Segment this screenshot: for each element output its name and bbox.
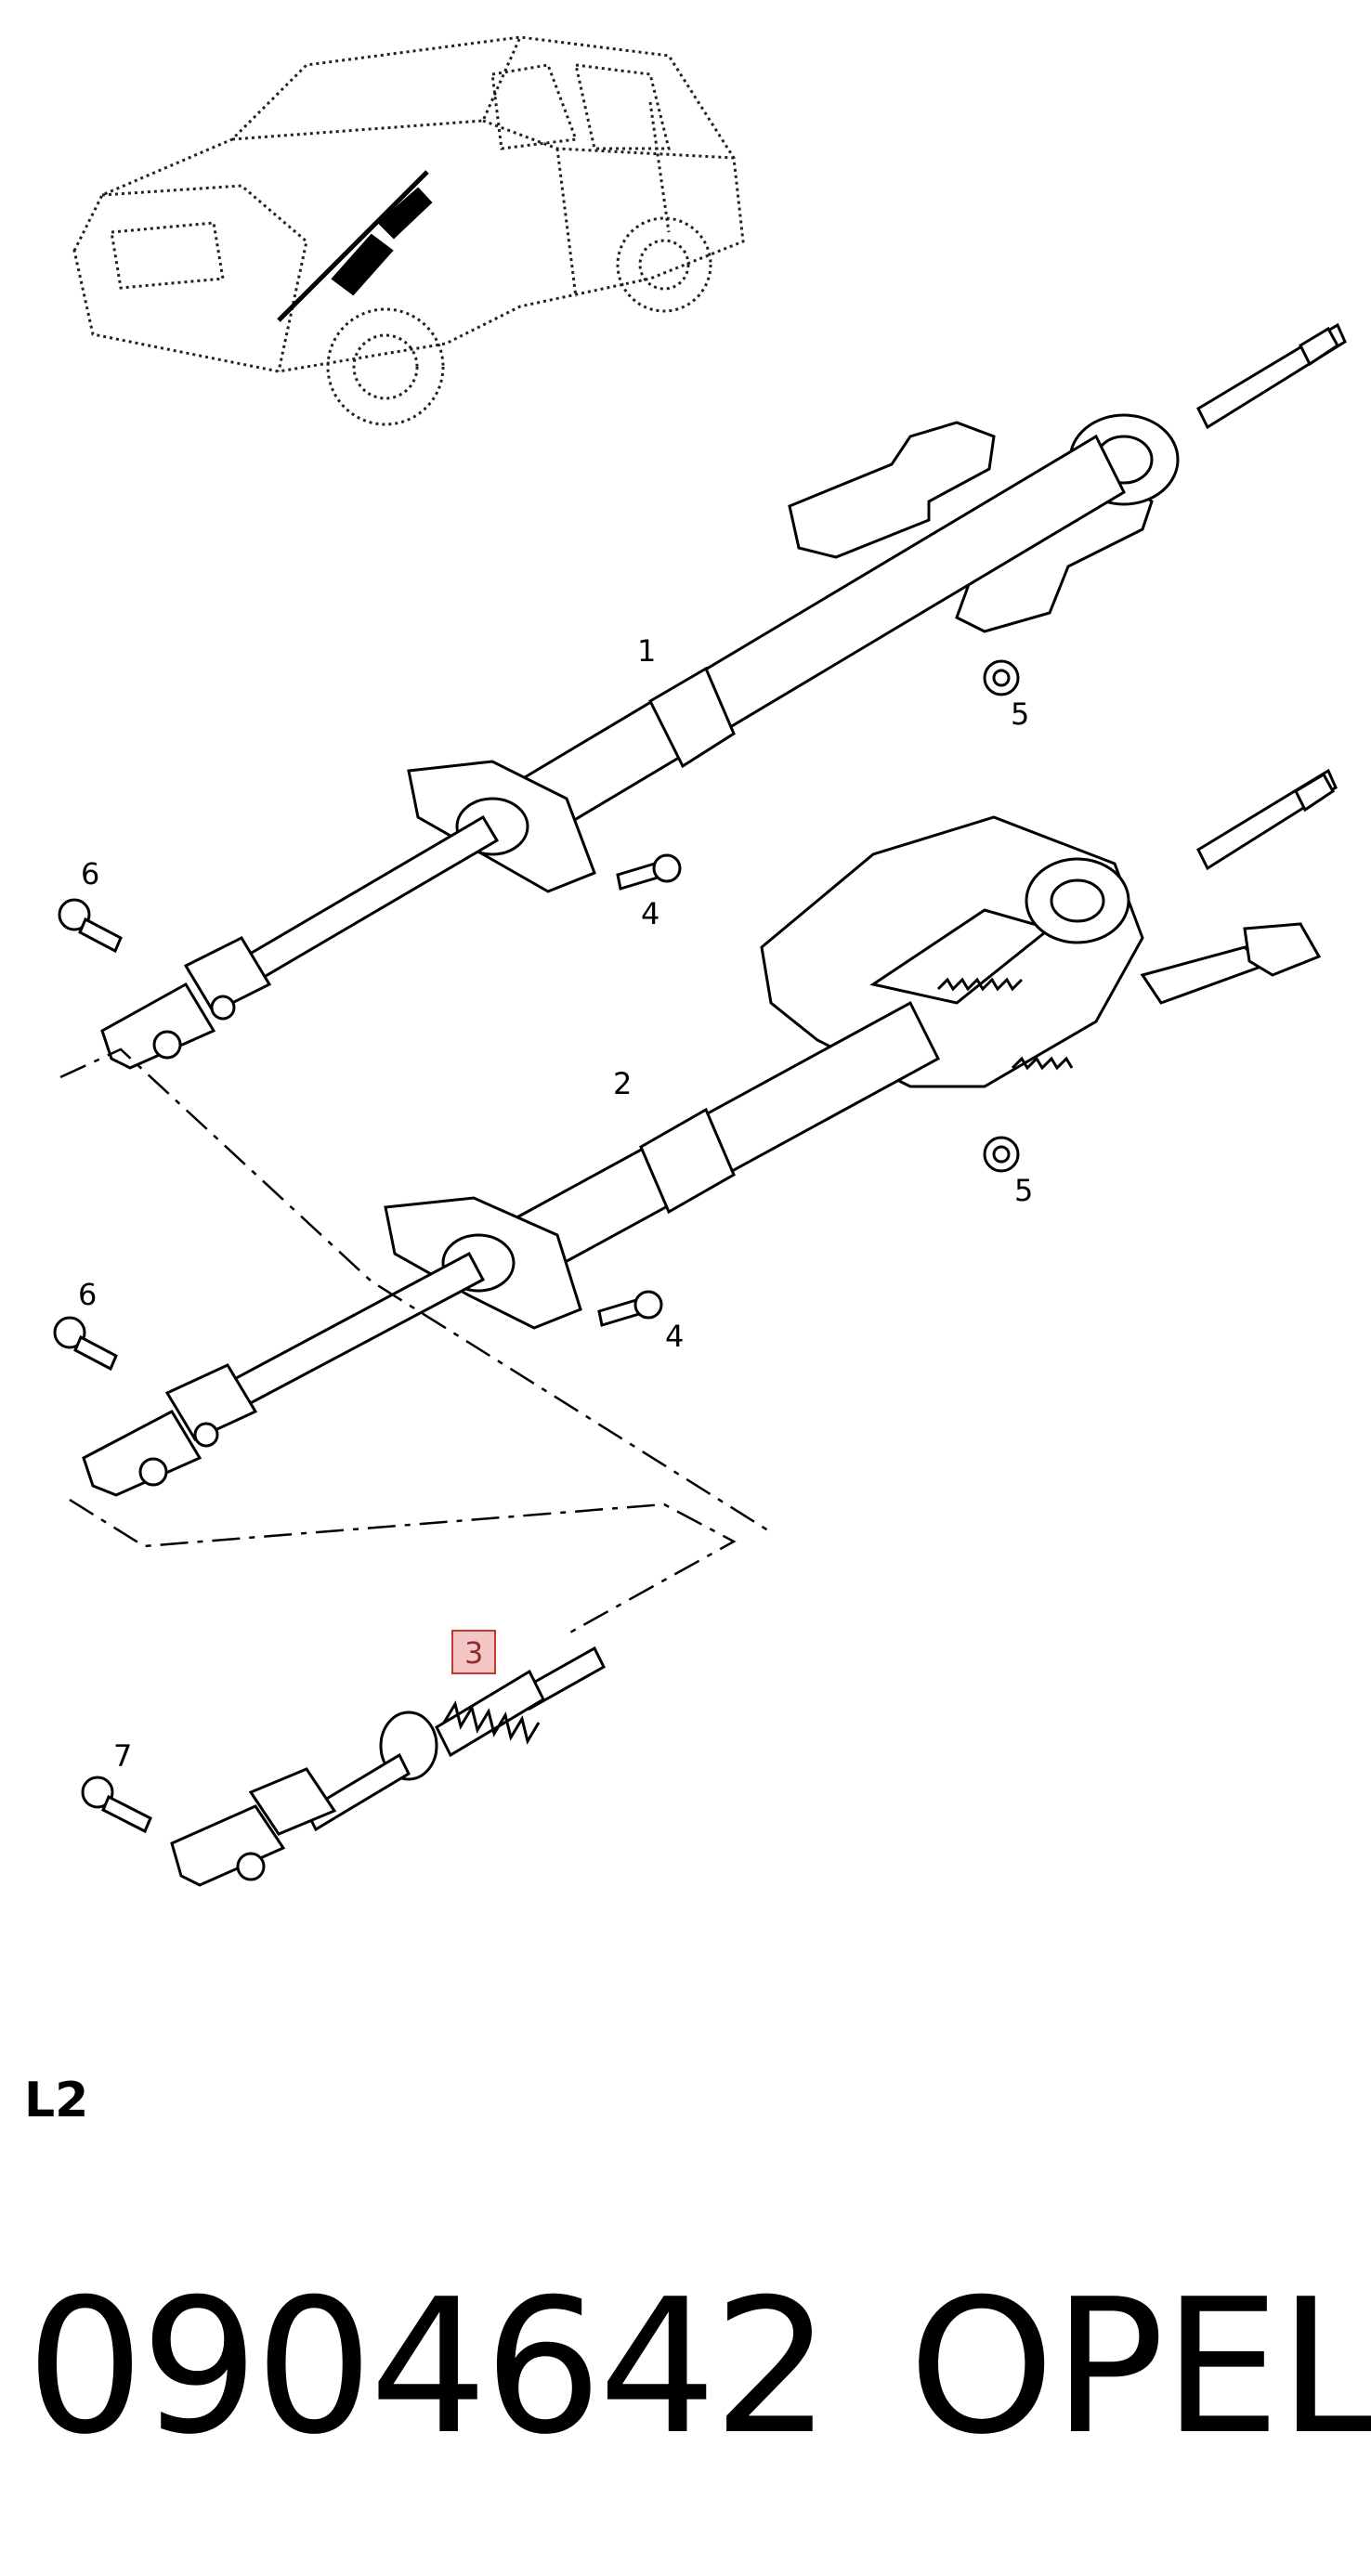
vehicle-locator-illustration <box>72 35 745 426</box>
intermediate-shaft-3 <box>170 1646 606 1887</box>
bolt-6a <box>58 898 123 954</box>
part-number: 0904642 <box>26 2259 831 2476</box>
callout-7: 7 <box>113 1738 132 1774</box>
callout-4a: 4 <box>641 896 659 931</box>
callout-1: 1 <box>637 633 656 669</box>
callout-4b: 4 <box>665 1319 684 1354</box>
callout-3[interactable]: 3 <box>464 1635 483 1671</box>
callout-5b: 5 <box>1014 1173 1033 1208</box>
bolt-7 <box>81 1776 152 1834</box>
steering-column-1 <box>100 322 1347 1070</box>
steering-column-exploded-diagram: 1 2 3 4 4 5 5 6 6 7 <box>53 35 1347 1887</box>
bolt-6b <box>53 1316 118 1372</box>
callout-2: 2 <box>613 1066 632 1101</box>
steering-column-2 <box>82 768 1338 1497</box>
nut-5b <box>983 1136 1020 1173</box>
callout-6b: 6 <box>78 1277 97 1312</box>
callout-6a: 6 <box>81 856 99 891</box>
section-code: L2 <box>24 2073 89 2128</box>
bolt-4b <box>597 1290 663 1327</box>
nut-5a <box>983 659 1020 696</box>
vehicle-steering-location-marker <box>277 170 433 322</box>
bolt-4a <box>616 853 682 891</box>
callout-5a: 5 <box>1011 696 1029 732</box>
callout-3-highlight <box>451 1630 496 1674</box>
reference-dashed-lines <box>59 1047 772 1636</box>
brand-name: OPEL <box>908 2259 1371 2476</box>
